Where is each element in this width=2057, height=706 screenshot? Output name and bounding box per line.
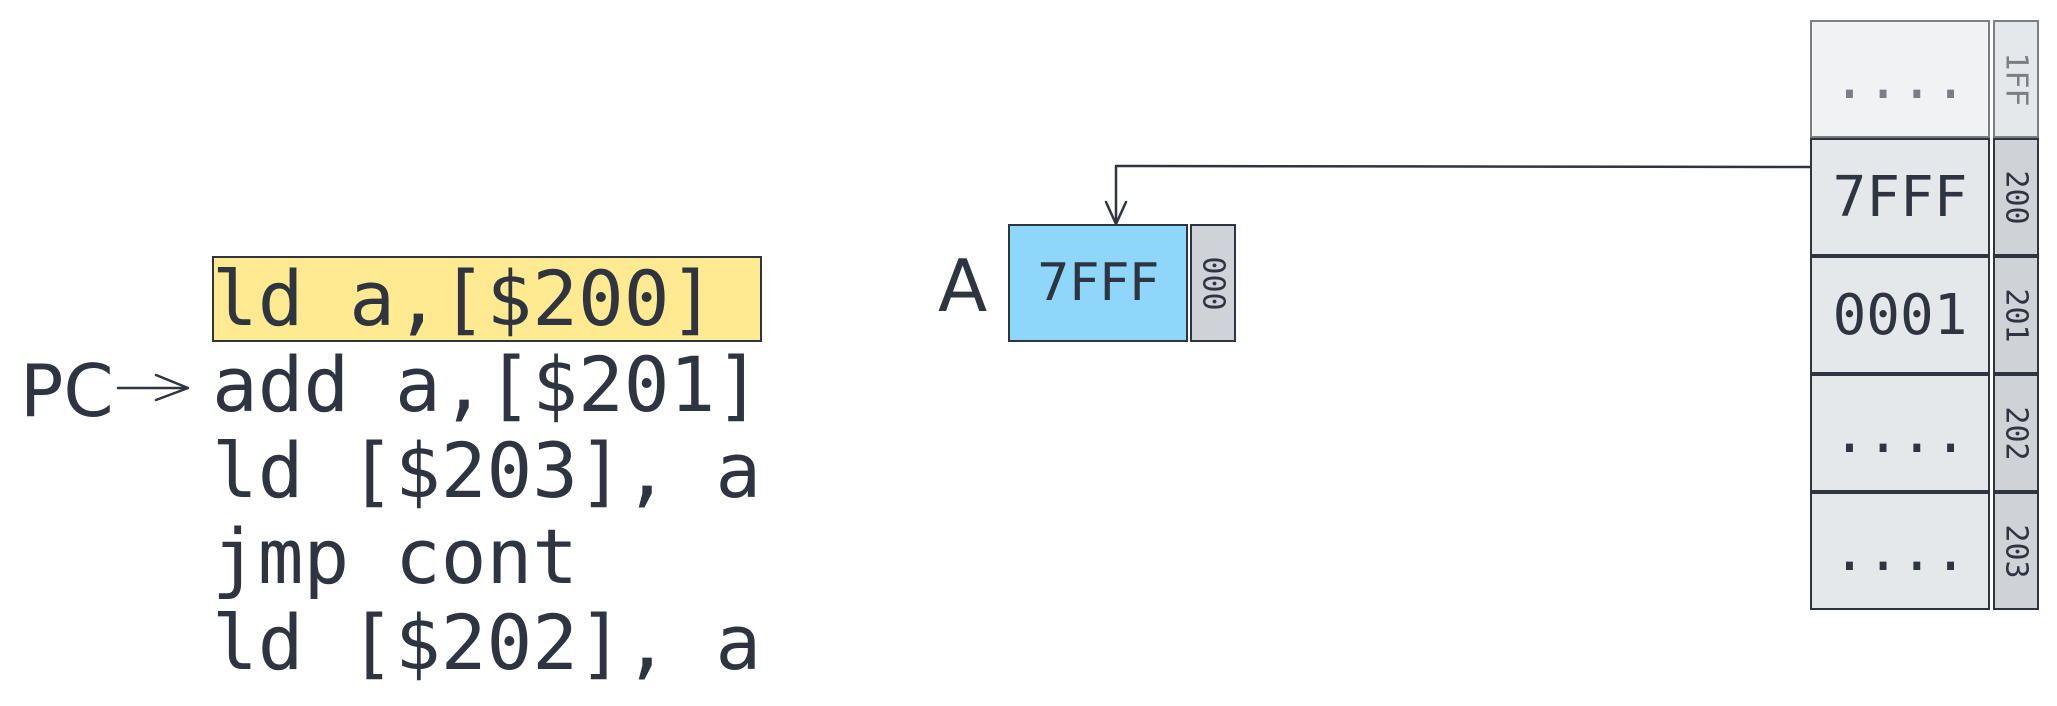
memory-cell-201-value: 0001 bbox=[1832, 282, 1968, 348]
load-arrow-icon bbox=[1104, 164, 1812, 226]
memory-address-1ff: 1FF bbox=[1993, 20, 2039, 138]
pc-label: PC bbox=[20, 349, 114, 433]
register-a-address: 000 bbox=[1190, 224, 1236, 342]
memory-address-202: 202 bbox=[1993, 374, 2039, 492]
memory-address-203: 203 bbox=[1993, 492, 2039, 610]
memory-cell-1ff-value: .... bbox=[1832, 46, 1968, 112]
register-label: A bbox=[938, 244, 988, 328]
code-line-2: add a,[$201] bbox=[212, 340, 762, 429]
code-line-5: ld [$202], a bbox=[212, 598, 762, 687]
code-line-3: ld [$203], a bbox=[212, 426, 762, 515]
memory-cell-202-value: .... bbox=[1832, 400, 1968, 466]
register-a-value: 7FFF bbox=[1036, 253, 1160, 313]
memory-cell-203-value: .... bbox=[1832, 518, 1968, 584]
memory-address-201: 201 bbox=[1993, 256, 2039, 374]
register-a-box: 7FFF bbox=[1008, 224, 1188, 342]
memory-cell-200: 7FFF bbox=[1810, 138, 1990, 256]
code-line-4: jmp cont bbox=[212, 512, 579, 601]
pc-arrow-icon bbox=[116, 373, 190, 402]
memory-address-200: 200 bbox=[1993, 138, 2039, 256]
memory-cell-200-value: 7FFF bbox=[1832, 164, 1968, 230]
code-line-1: ld a,[$200] bbox=[212, 254, 716, 343]
memory-cell-202: .... bbox=[1810, 374, 1990, 492]
memory-cell-1ff: .... bbox=[1810, 20, 1990, 138]
memory-cell-203: .... bbox=[1810, 492, 1990, 610]
memory-cell-201: 0001 bbox=[1810, 256, 1990, 374]
current-instruction-highlight bbox=[212, 256, 762, 342]
